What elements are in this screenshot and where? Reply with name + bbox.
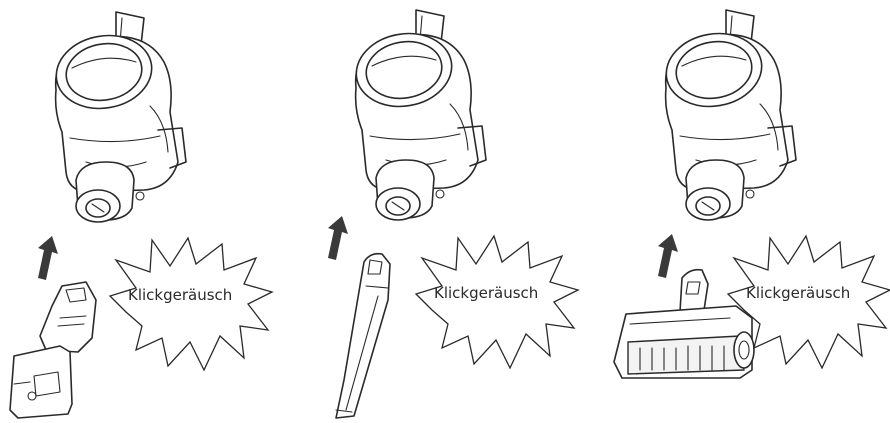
vacuum-body-illustration bbox=[50, 12, 186, 222]
panel-3: Klickgeräusch bbox=[614, 10, 890, 378]
click-sound-label: Klickgeräusch bbox=[746, 284, 850, 302]
panel-2: Klickgeräusch bbox=[328, 10, 578, 418]
extension-tube-illustration bbox=[336, 254, 390, 418]
click-sound-burst: Klickgeräusch bbox=[110, 238, 272, 370]
click-sound-burst: Klickgeräusch bbox=[416, 236, 578, 368]
up-arrow-icon bbox=[328, 216, 348, 260]
click-sound-label: Klickgeräusch bbox=[128, 286, 232, 304]
crevice-tool-illustration bbox=[10, 282, 96, 418]
motorized-brush-illustration bbox=[614, 270, 754, 378]
up-arrow-icon bbox=[38, 236, 58, 280]
panel-1: Klickgeräusch bbox=[10, 12, 272, 418]
vacuum-body-illustration bbox=[660, 10, 796, 220]
vacuum-body-illustration bbox=[350, 10, 486, 220]
up-arrow-icon bbox=[658, 234, 678, 278]
click-sound-label: Klickgeräusch bbox=[434, 284, 538, 302]
